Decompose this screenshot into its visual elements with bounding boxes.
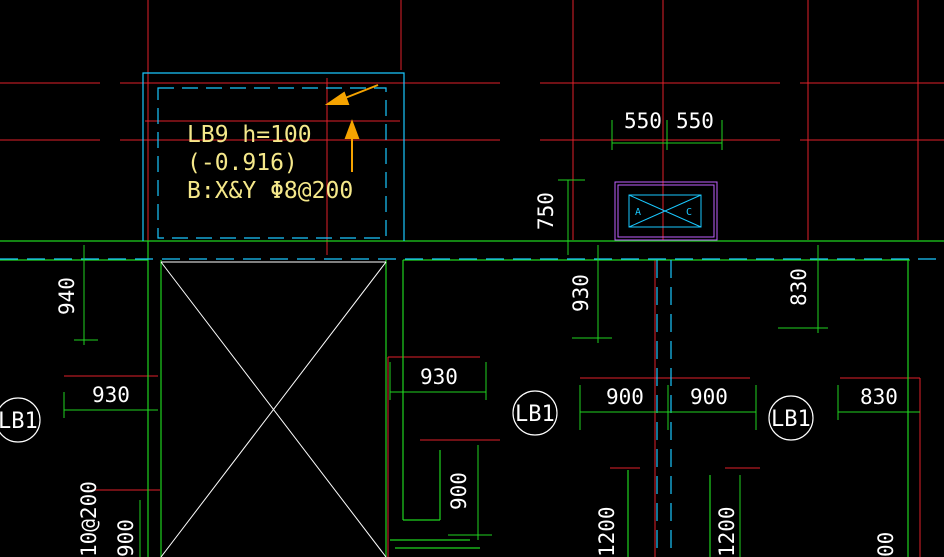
dim-right-830: 830 (860, 385, 898, 409)
dim-lower-1200-a: 1200 (595, 506, 619, 557)
dim-edge-left-rebar: 10@200 (77, 481, 101, 557)
svg-text:LB1: LB1 (515, 402, 555, 427)
slab-annotation-line2: (-0.916) (187, 150, 298, 176)
dim-top-left-550: 550 (624, 109, 662, 133)
slab-annotation-line3: B:X&Y Φ8@200 (187, 178, 353, 204)
equipment-box-letter-a: A (635, 207, 641, 218)
hidden-lines (0, 258, 944, 557)
dim-left-930: 930 (92, 383, 130, 407)
pointer-arrows (324, 84, 379, 172)
equipment-box-letter-c: C (686, 207, 692, 218)
dim-left-940: 940 (55, 277, 79, 315)
dim-mid-900-right: 900 (690, 385, 728, 409)
slab-annotation-line1: LB9 h=100 (187, 122, 312, 148)
dim-center-930: 930 (420, 365, 458, 389)
dim-vertical-750: 750 (534, 192, 558, 230)
svg-text:LB1: LB1 (771, 407, 811, 432)
dimension-lines (63, 120, 920, 557)
dim-top-right-550: 550 (676, 109, 714, 133)
dim-edge-right-bottom: 00 (874, 532, 898, 557)
dim-right-vertical-830: 830 (787, 268, 811, 306)
dim-center-vertical-930: 930 (569, 274, 593, 312)
dim-edge-left-bottom: 900 (114, 519, 138, 557)
elevator-shaft (160, 261, 387, 557)
slab-tag-center: LB1 (512, 390, 558, 436)
dim-lower-1200-b: 1200 (715, 506, 739, 557)
equipment-box (614, 181, 718, 241)
slab-tag-right: LB1 (768, 395, 814, 441)
slab-lb9-outline (142, 72, 405, 241)
svg-text:LB1: LB1 (0, 409, 38, 434)
dim-mid-900-left: 900 (606, 385, 644, 409)
axis-breaks (100, 81, 800, 142)
slab-tag-left: LB1 (0, 397, 41, 443)
dim-lower-vertical-900: 900 (447, 472, 471, 510)
